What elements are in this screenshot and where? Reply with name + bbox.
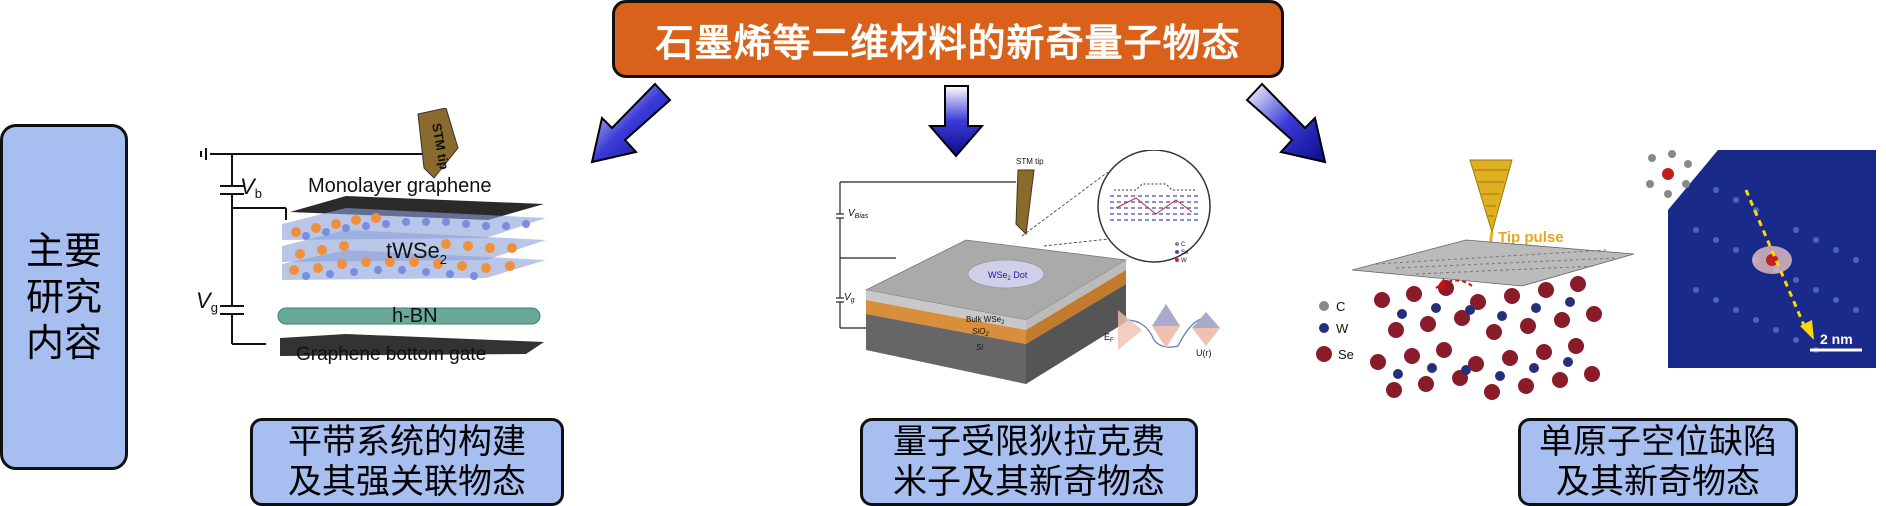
vg-sub: g: [211, 300, 218, 315]
ef-label: E: [1104, 332, 1110, 342]
twse2-label: tWSe: [386, 238, 440, 263]
molecule-inset-icon: [1646, 150, 1692, 198]
panel1-figure: STM tip Vb Vg Monolayer graphene tWSe2 h…: [196, 108, 546, 365]
panel2-figure: VBias Vg STM tip WSe2 Dot Bulk WSe2 SiO2…: [836, 150, 1220, 384]
page-title: 石墨烯等二维材料的新奇量子物态: [655, 20, 1241, 65]
graphene-sheet: [1351, 239, 1635, 287]
legend-se: Se: [1181, 250, 1189, 256]
bottom-gate-layer: [280, 334, 544, 356]
gate-label: Graphene bottom gate: [296, 344, 486, 365]
stm-tip-icon: STM tip: [1015, 157, 1044, 236]
bulk-sub: 2: [1001, 320, 1005, 326]
wse2-lattice: [1370, 276, 1602, 400]
scale-bar-label: 2 nm: [1820, 331, 1853, 347]
circuit-wires: [836, 181, 1016, 329]
title-box: 石墨烯等二维材料的新奇量子物态: [612, 0, 1284, 78]
svg-text:tWSe2: tWSe2: [386, 238, 447, 267]
svg-text:EF: EF: [1104, 332, 1114, 344]
caption-quantum-dirac-text: 量子受限狄拉克费 米子及其新奇物态: [893, 422, 1165, 502]
vbias-sub: Bias: [855, 213, 869, 220]
dot-label: WSe: [988, 270, 1008, 280]
svg-text:Vg: Vg: [196, 288, 218, 315]
vg2-sub: g: [851, 297, 855, 304]
circuit-wires: [200, 148, 426, 345]
sio2-label: SiO: [972, 327, 985, 336]
twse2-sub: 2: [440, 252, 447, 267]
legend-w: W: [1181, 258, 1187, 264]
side-label-box: 主要研究内容: [0, 124, 128, 470]
panel3-figure: Tip pulse C W Se: [1316, 150, 1876, 400]
legend-c-3: C: [1336, 299, 1345, 314]
substrate-block: [864, 239, 1128, 384]
caption-vacancy: 单原子空位缺陷 及其新奇物态: [1518, 418, 1798, 506]
dot-suffix: Dot: [1011, 270, 1028, 280]
vb-sub: b: [255, 186, 262, 201]
caption-flat-band-text: 平带系统的构建 及其强关联物态: [288, 422, 526, 502]
svg-text:Vb: Vb: [240, 174, 262, 201]
hbn-layer: [277, 307, 541, 325]
stm-tip-label-2: STM tip: [1016, 157, 1044, 166]
svg-text:VBias: VBias: [848, 208, 869, 220]
zoom-inset: [1021, 150, 1211, 263]
arrow-middle: [927, 85, 985, 158]
ef-sub: F: [1110, 338, 1114, 344]
si-label: Si: [976, 343, 983, 352]
element-legend: C W Se: [1316, 299, 1354, 362]
vb-label: V: [240, 174, 257, 199]
side-label: 主要研究内容: [25, 229, 102, 365]
svg-text:WSe2 Dot: WSe2 Dot: [988, 270, 1028, 282]
monolayer-label: Monolayer graphene: [308, 175, 491, 197]
svg-text:SiO2: SiO2: [972, 327, 989, 338]
dot-sub: 2: [1008, 276, 1012, 282]
potential-wells: [1118, 304, 1220, 350]
caption-quantum-dirac: 量子受限狄拉克费 米子及其新奇物态: [860, 418, 1198, 506]
arrow-right: [1245, 82, 1327, 164]
caption-vacancy-text: 单原子空位缺陷 及其新奇物态: [1539, 422, 1777, 502]
ur-label: U(r): [1196, 348, 1212, 358]
bulk-label: Bulk WSe: [966, 315, 1002, 324]
tip-pulse-label: Tip pulse: [1498, 229, 1564, 246]
arrows-layer: [590, 82, 1327, 164]
legend-w-3: W: [1336, 321, 1349, 336]
caption-flat-band: 平带系统的构建 及其强关联物态: [250, 418, 564, 506]
vg2-label: V: [844, 292, 852, 303]
sio2-sub: 2: [984, 332, 989, 338]
svg-text:Bulk WSe2: Bulk WSe2: [966, 315, 1005, 326]
svg-text:Vg: Vg: [844, 292, 855, 304]
hbn-label: h-BN: [392, 305, 438, 327]
vbias-label: V: [848, 208, 856, 219]
arrow-left: [590, 82, 672, 164]
stm-tip-icon: STM tip: [417, 108, 459, 179]
stm-image: 2 nm: [1668, 150, 1876, 368]
vg-label: V: [196, 288, 213, 313]
twse2-atoms: [289, 213, 530, 280]
legend-se-3: Se: [1338, 347, 1354, 362]
legend-c: C: [1181, 242, 1186, 248]
zoom-legend: C Se W: [1175, 242, 1189, 264]
